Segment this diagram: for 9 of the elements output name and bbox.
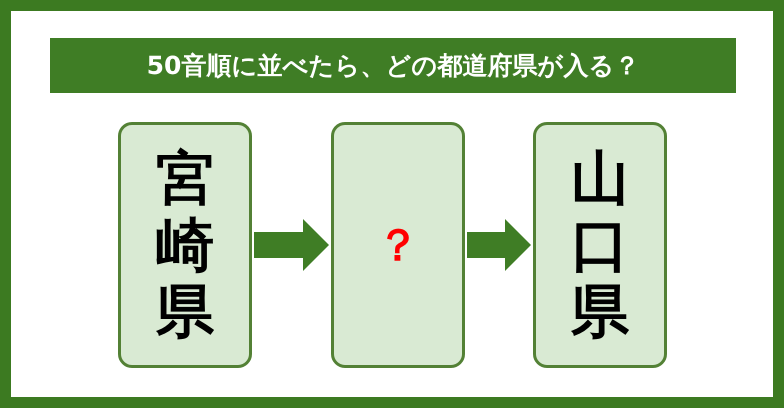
rounded-box: [533, 122, 667, 368]
box-text: 宮崎県: [156, 144, 214, 346]
box-text: 山口県: [571, 144, 629, 346]
rounded-box: [331, 122, 465, 368]
arrow: [254, 219, 329, 271]
arrow: [467, 219, 531, 271]
rounded-box: [118, 122, 252, 368]
title-banner: 50音順に並べたら、どの都道府県が入る？: [50, 38, 736, 93]
question-mark: ？: [376, 218, 420, 272]
